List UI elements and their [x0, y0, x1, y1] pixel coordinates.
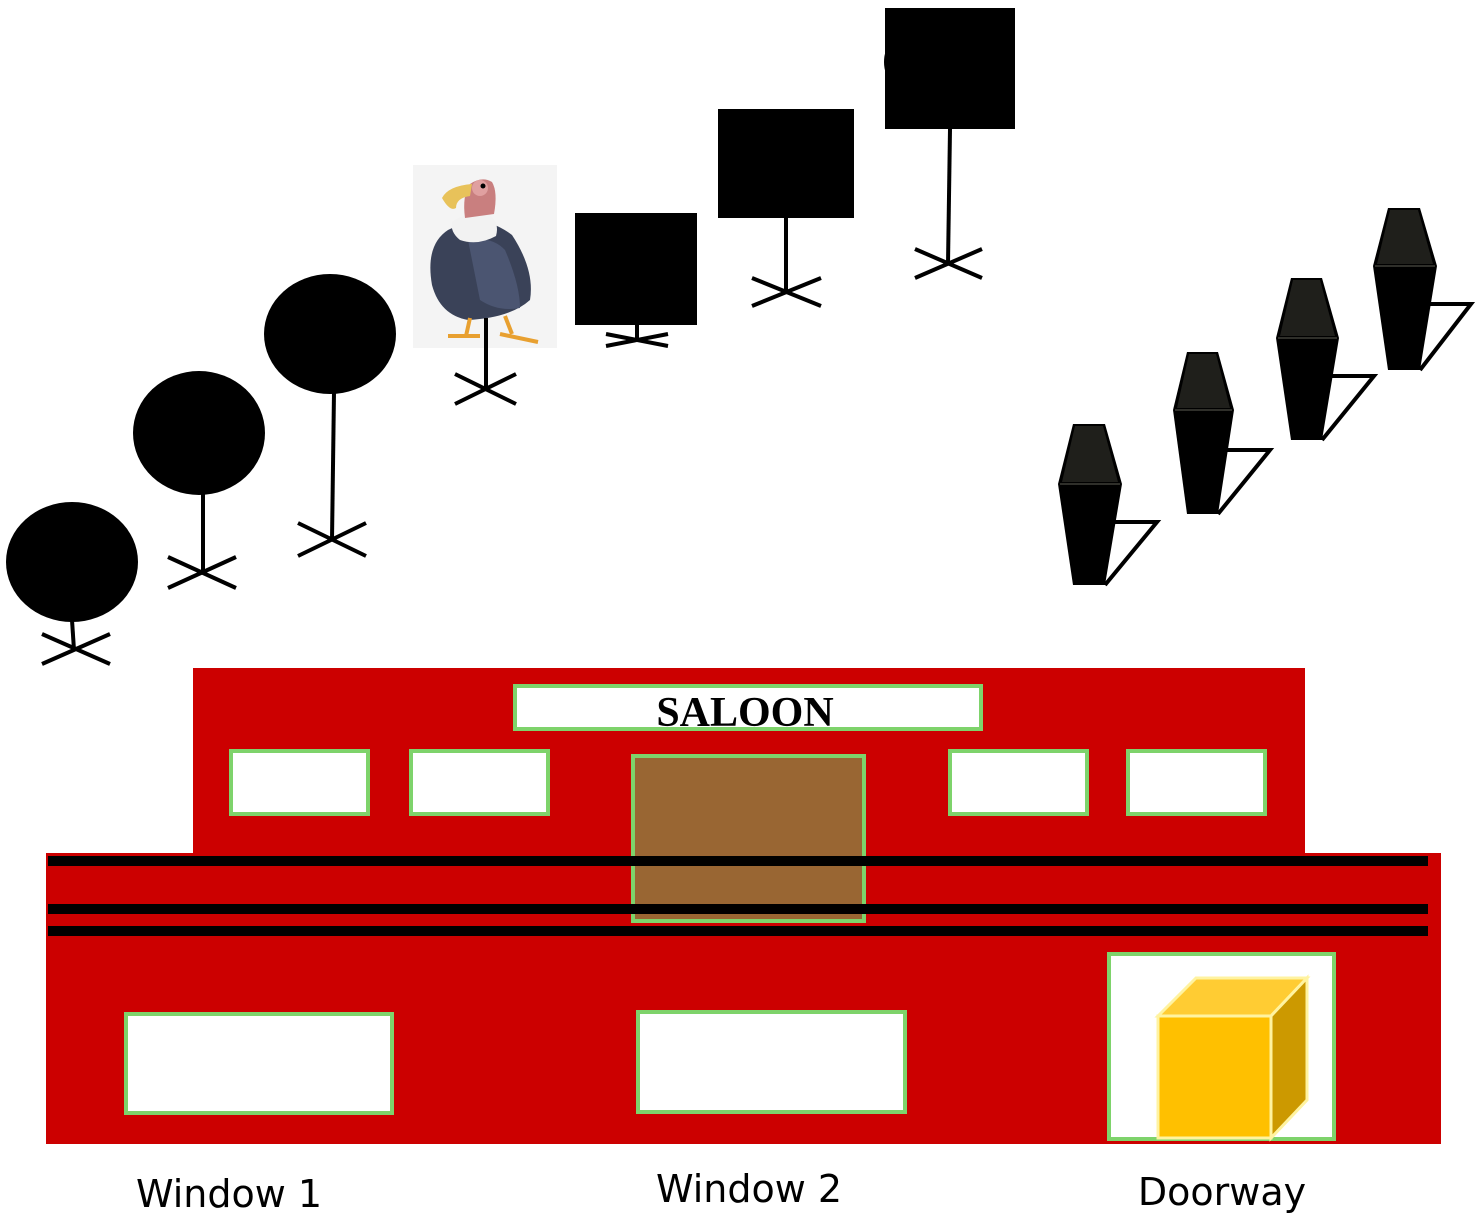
square-target-3: [884, 8, 1015, 278]
upper-door: [633, 756, 864, 921]
window-1: [126, 1014, 392, 1113]
upper-window-2: [411, 751, 548, 814]
saloon-building: SALOON: [46, 668, 1441, 1144]
stripe-3: [48, 926, 1428, 936]
bottle-target-2: [1173, 352, 1270, 514]
saloon-sign-text: SALOON: [656, 690, 833, 736]
vulture-target: [413, 165, 557, 404]
box-icon: [1158, 978, 1307, 1138]
bottle-target-1: [1058, 424, 1157, 585]
round-target-2: [133, 371, 265, 588]
round-target-3: [264, 274, 396, 556]
caption-doorway: Doorway: [1138, 1170, 1306, 1214]
bottle-target-4: [1373, 208, 1471, 370]
stripe-1: [48, 856, 1428, 866]
round-target-1: [6, 502, 138, 664]
upper-window-3: [950, 751, 1087, 814]
square-target-2: [718, 109, 854, 306]
caption-window-1: Window 1: [136, 1172, 322, 1215]
window-2: [638, 1012, 905, 1112]
upper-window-1: [231, 751, 368, 814]
square-target-1: [575, 213, 697, 346]
stripe-2: [48, 904, 1428, 914]
caption-window-2: Window 2: [656, 1167, 842, 1211]
bottle-target-3: [1276, 278, 1374, 440]
upper-window-4: [1128, 751, 1265, 814]
